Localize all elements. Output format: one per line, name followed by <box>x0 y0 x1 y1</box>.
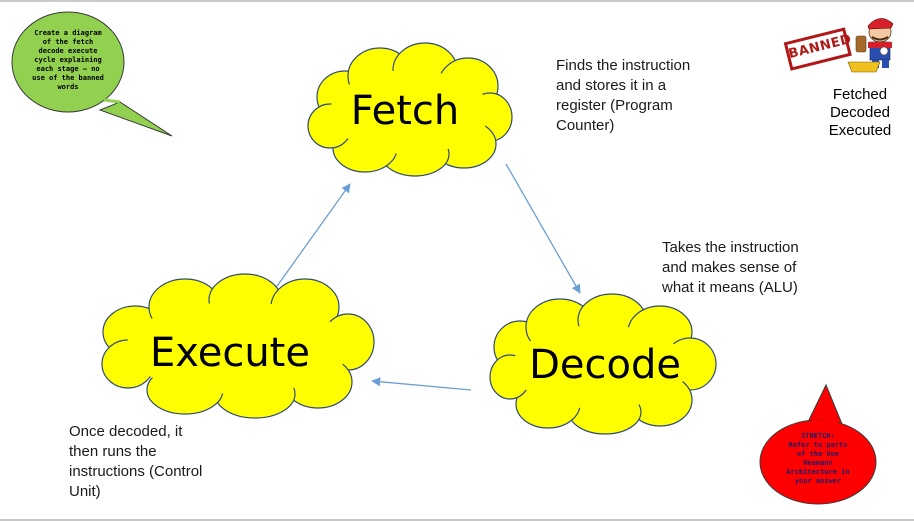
execute-description-line: Unit) <box>69 483 101 500</box>
fetch-description-line: Finds the instruction <box>556 57 691 74</box>
fetch-description-line: and stores it in a <box>556 77 667 94</box>
fetch-description-line: register (Program <box>556 97 673 114</box>
banned-word: Fetched <box>832 86 888 103</box>
stretch-bubble-line: STRETCH: <box>801 432 835 440</box>
task-bubble-line: words <box>57 83 79 91</box>
execute-description-line: instructions (Control <box>69 463 203 480</box>
decode-description-line: what it means (ALU) <box>662 279 798 296</box>
stretch-bubble-line: Neumann <box>803 459 833 467</box>
decode-description-line: Takes the instruction <box>662 239 799 256</box>
task-speech-bubble <box>11 11 173 137</box>
fetch-stage-label: Fetch <box>350 88 460 134</box>
task-bubble-line: of the fetch <box>42 38 94 46</box>
task-bubble-line: each stage – no <box>36 65 100 73</box>
execute-description: Once decoded, it then runs the instructi… <box>69 422 239 502</box>
task-bubble-text: Create a diagram of the fetch decode exe… <box>28 29 108 92</box>
stretch-bubble-text: STRETCH: Refer to parts of the Von Neuma… <box>774 432 862 486</box>
banned-word: Executed <box>828 122 892 139</box>
stretch-speech-bubble <box>759 383 877 505</box>
stretch-bubble-line: your answer <box>794 477 842 485</box>
execute-stage-label: Execute <box>150 330 310 376</box>
decode-description: Takes the instruction and makes sense of… <box>662 238 832 298</box>
task-bubble-line: cycle explaining <box>34 56 102 64</box>
banned-word: Decoded <box>829 104 891 121</box>
stretch-bubble-line: Refer to parts <box>788 441 848 449</box>
stretch-bubble-line: of the Von <box>796 450 840 458</box>
arrow-decode-to-execute <box>371 377 472 391</box>
decode-stage-label: Decode <box>529 342 681 388</box>
decode-cloud <box>489 293 717 435</box>
fetch-description-line: Counter) <box>556 117 615 134</box>
stretch-bubble-line: Architecture in <box>786 468 850 476</box>
decode-description-line: and makes sense of <box>662 259 797 276</box>
banned-stamp-icon <box>783 18 894 73</box>
fetch-description: Finds the instruction and stores it in a… <box>556 56 726 136</box>
execute-description-line: Once decoded, it <box>69 423 183 440</box>
execute-description-line: then runs the <box>69 443 157 460</box>
task-bubble-line: use of the banned <box>32 74 104 82</box>
arrow-execute-to-fetch <box>274 183 351 290</box>
task-bubble-line: decode execute <box>38 47 98 55</box>
arrow-fetch-to-decode <box>505 163 581 294</box>
execute-cloud <box>101 273 375 419</box>
banned-words-list: Fetched Decoded Executed <box>820 86 900 140</box>
task-bubble-line: Create a diagram <box>34 29 102 37</box>
fetch-cloud <box>307 42 513 177</box>
